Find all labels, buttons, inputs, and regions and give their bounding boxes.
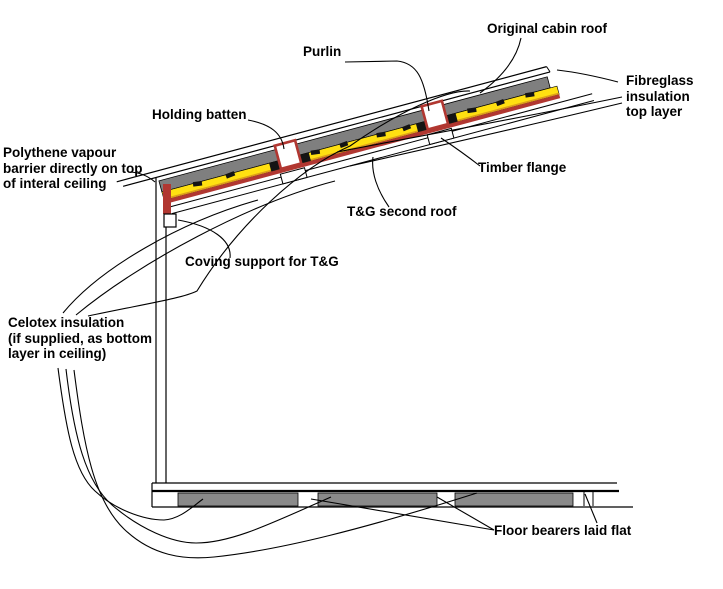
- leader-celotex-up-2: [75, 180, 336, 316]
- leader-fibreglass-1: [556, 69, 619, 83]
- fibreglass-shadow-edge: [163, 92, 560, 201]
- leader-lines: [57, 37, 623, 559]
- leader-original-roof: [479, 37, 522, 94]
- leader-fibreglass-3: [349, 102, 623, 167]
- batten-pads: [269, 113, 458, 172]
- original-roof-strip-bottom-line: [122, 71, 551, 187]
- fixing-marks: [192, 91, 535, 187]
- label-purlin: Purlin: [303, 44, 342, 59]
- leader-tg-second-roof: [372, 156, 390, 208]
- holding-batten-block: [273, 138, 303, 171]
- floor-bearer-3: [454, 492, 574, 507]
- leader-celotex-up-3: [87, 90, 471, 317]
- label-celotex: Celotex insulation (if supplied, as bott…: [8, 315, 152, 361]
- leader-timber-flange: [440, 137, 481, 167]
- tg-roof-strip-bottom-line: [171, 100, 595, 215]
- leader-celotex-up-1: [62, 199, 259, 314]
- label-coving: Coving support for T&G: [185, 254, 339, 269]
- roof-sandwich: [116, 66, 595, 215]
- purlin-block: [419, 99, 450, 132]
- coving-support-block: [163, 213, 177, 228]
- floor-assembly: [151, 482, 633, 508]
- leader-celotex-down-3: [73, 369, 478, 559]
- original-roof-strip-top-line: [116, 66, 547, 183]
- label-tg-second-roof: T&G second roof: [347, 204, 457, 219]
- leader-celotex-down-2: [65, 368, 332, 544]
- label-original-roof: Original cabin roof: [487, 21, 608, 36]
- floor-bearer-2: [317, 492, 438, 507]
- leader-floor-bearers-1: [436, 496, 495, 531]
- leader-holding-batten: [247, 119, 285, 150]
- floor-bearer-1: [177, 492, 299, 507]
- label-timber-flange: Timber flange: [478, 160, 567, 175]
- tg-roof-strip-top-line: [169, 93, 593, 208]
- original-roof-strip-end-cap: [546, 66, 551, 73]
- vapour-barrier-line: [164, 94, 561, 205]
- leader-celotex-down-1: [57, 367, 204, 521]
- label-holding-batten: Holding batten: [152, 107, 247, 122]
- leader-polythene: [127, 171, 156, 183]
- timber-flange-right: [426, 127, 455, 146]
- barrier-end-cap: [163, 184, 171, 214]
- leader-floor-bearers-3: [584, 493, 598, 524]
- leader-floor-bearers-2: [310, 498, 495, 531]
- leader-fibreglass-2: [336, 96, 623, 153]
- leader-coving: [177, 219, 231, 259]
- leader-purlin: [344, 60, 430, 112]
- label-fibreglass: Fibreglass insulation top layer: [626, 73, 694, 119]
- label-polythene: Polythene vapour barrier directly on top…: [3, 145, 143, 191]
- label-floor-bearers: Floor bearers laid flat: [494, 523, 632, 538]
